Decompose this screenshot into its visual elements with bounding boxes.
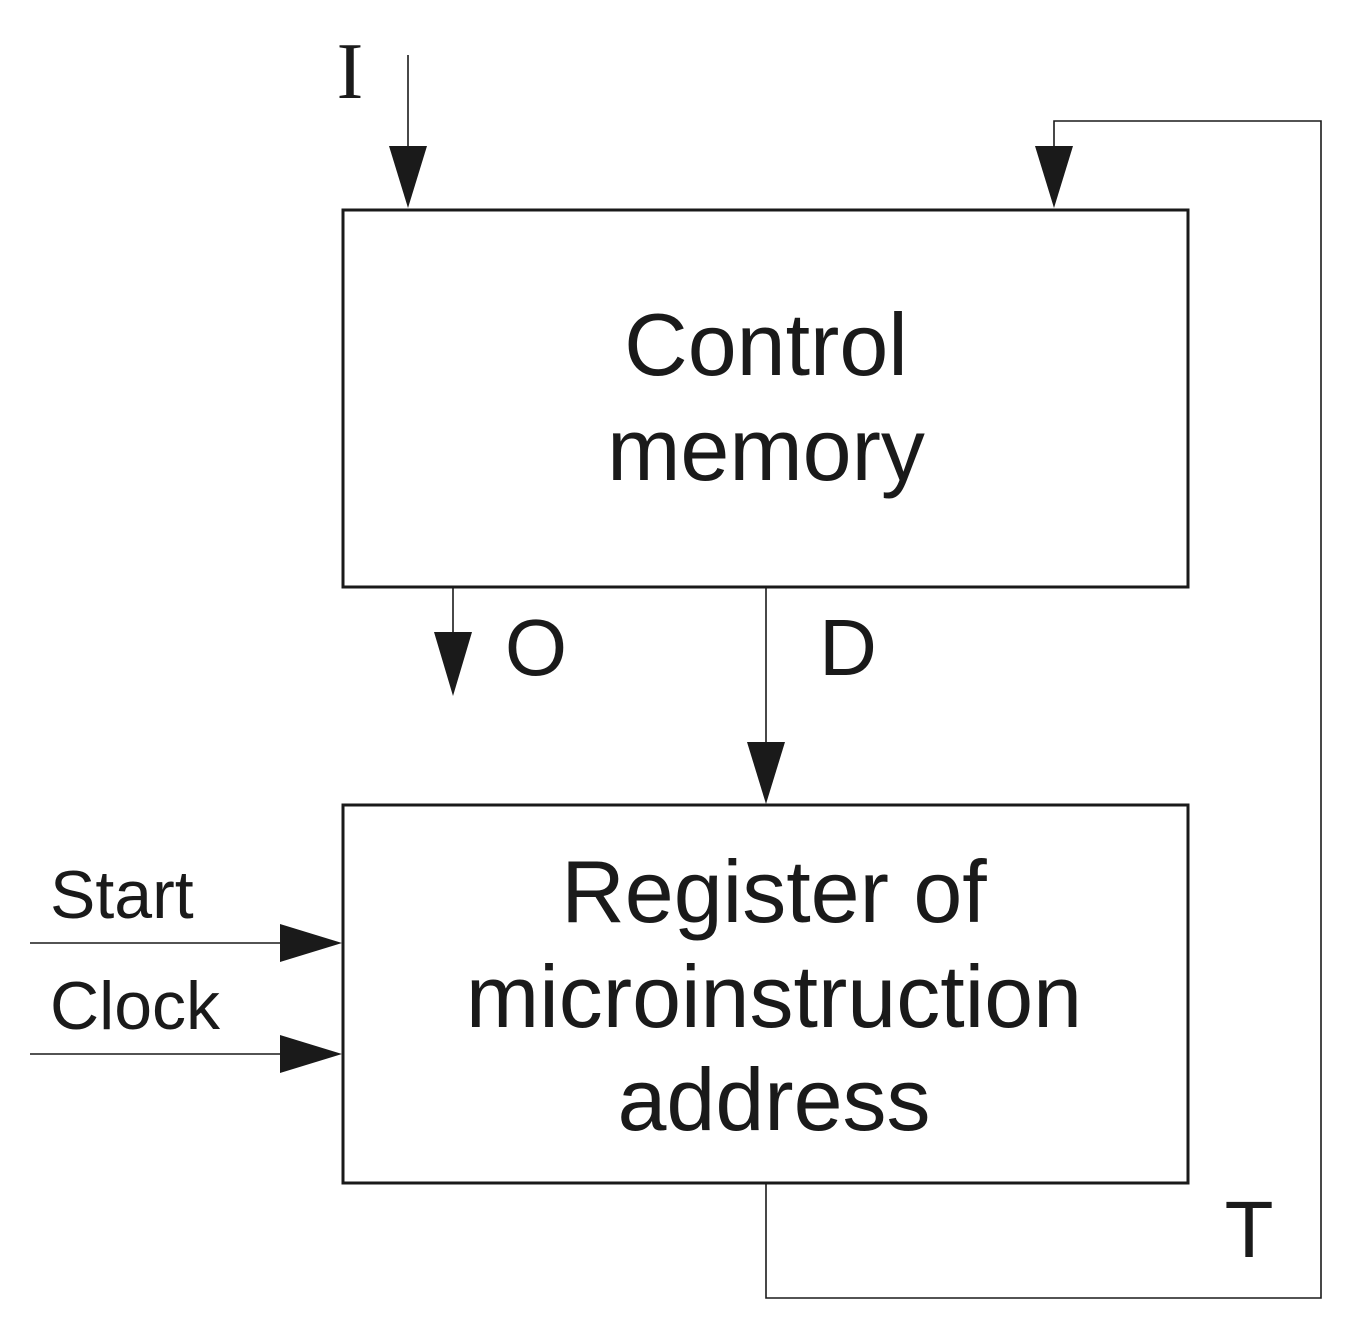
register-block: Register of microinstruction address [341,803,1190,1185]
control-memory-label-line1: Control [624,295,908,394]
signal-label-start: Start [50,857,194,933]
input-i-arrow [389,55,427,208]
control-memory-block: Control memory [341,208,1190,589]
register-box [341,803,1190,1185]
register-label-line1: Register of [561,842,987,941]
output-o-arrowhead [434,632,472,696]
signal-label-t: T [1225,1185,1274,1274]
data-d-arrow [747,587,785,804]
control-memory-box [341,208,1190,589]
clock-arrowhead [280,1035,342,1073]
output-o-arrow [434,587,472,696]
signal-label-i: I [337,28,364,116]
register-label-line2: microinstruction [466,947,1082,1046]
feedback-t-wire [765,120,1322,1299]
signal-label-d: D [819,603,877,692]
feedback-t-loop [765,120,1322,1299]
start-input-arrow [30,924,342,962]
input-i-arrowhead [389,146,427,208]
feedback-t-arrowhead [1035,146,1073,208]
control-memory-label-line2: memory [607,400,925,499]
signal-label-o: O [505,603,567,692]
start-arrowhead [280,924,342,962]
clock-input-arrow [30,1035,342,1073]
signal-label-clock: Clock [50,968,221,1044]
data-d-arrowhead [747,742,785,804]
register-label-line3: address [617,1050,930,1149]
